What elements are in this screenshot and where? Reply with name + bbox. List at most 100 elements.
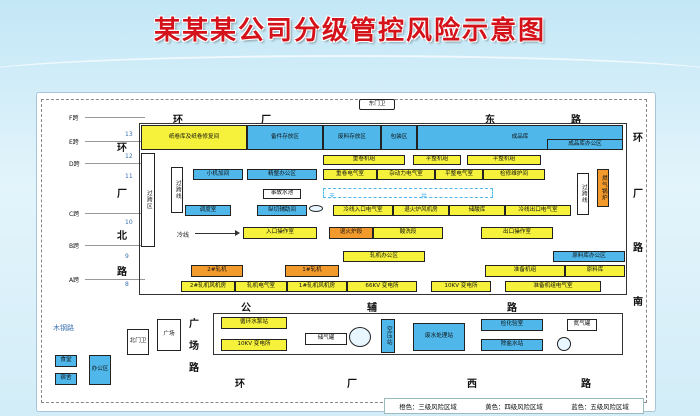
flatten-elec: 平整电气室 — [435, 169, 483, 180]
span-label-e: E跨 — [69, 139, 79, 146]
mill-elec: 轧机电气室 — [235, 281, 287, 292]
road-square-2: 场 — [189, 341, 199, 352]
acid-section: 酸洗段 — [373, 227, 443, 239]
road-top-chang: 厂 — [261, 115, 271, 126]
road-east-lu: 路 — [633, 243, 643, 254]
legend-yellow: 黄色：四级风险区域 — [485, 402, 543, 411]
span-line-e — [85, 141, 145, 142]
flatten-mill-a: 平整机组 — [413, 155, 461, 165]
span-line-f — [85, 117, 145, 118]
small-press: 小机加间 — [193, 169, 243, 180]
road-square-3: 路 — [189, 363, 199, 374]
span-line-c — [85, 213, 145, 214]
cooling-exit-elec: 冷线出口电气室 — [505, 205, 571, 216]
risk-legend: 橙色：三级风险区域 黄色：四级风险区域 蓝色：五级风险区域 — [384, 398, 644, 414]
span-number-10: 10 — [125, 219, 133, 226]
tianjing-well — [323, 188, 493, 198]
site-map-board: F跨 E跨 D跨 C跨 B跨 A跨 环 厂 北 路 环 厂 东 路 东门卫 13… — [36, 92, 656, 412]
mill-office: 轧机办公区 — [343, 251, 425, 262]
east-gate: 东门卫 — [359, 99, 395, 110]
page-title: 某某某公司分级管控风险示意图 — [153, 16, 546, 46]
gas-boiler: 燃气锅炉 — [597, 169, 609, 207]
span-number-12: 12 — [125, 153, 133, 160]
cooling-entry-elec: 冷线入口电气室 — [333, 205, 393, 216]
raw-office: 原料库办公区 — [553, 251, 625, 262]
exit-ops: 出口操作室 — [481, 227, 553, 239]
span-number-8: 8 — [125, 281, 129, 288]
waste-water: 废水处理站 — [413, 323, 465, 351]
road-square-1: 广 — [189, 319, 199, 330]
gas-tank-label: 储气罐 — [305, 333, 347, 345]
inspect: 检修维护间 — [483, 169, 545, 180]
mill-1: 1#轧机 — [285, 265, 339, 277]
anneal-fan-room: 退火炉风机房 — [393, 205, 449, 216]
legend-blue: 蓝色：五级风险区域 — [571, 402, 629, 411]
circulating-pump: 循环水泵站 — [221, 317, 287, 329]
spare-parts: 备件存放区 — [247, 125, 323, 150]
accident-pool-tank — [309, 205, 323, 212]
road-bottom-west: 西 — [467, 379, 477, 390]
road-south-fu: 辅 — [367, 303, 377, 314]
lower-area-outline — [213, 313, 623, 355]
mill-2-fan-room: 2#轧机风机房 — [181, 281, 235, 292]
span-label-b: B跨 — [69, 243, 80, 250]
road-top-lu: 路 — [571, 115, 581, 126]
span-label-d: D跨 — [69, 161, 80, 168]
substation-10kv-b: 10KV 变电所 — [221, 339, 287, 351]
dorm: 宿舍 — [55, 373, 77, 385]
crossline-right: 过跨线 — [577, 173, 589, 215]
misc-elec: 杂动力电气室 — [377, 169, 435, 180]
cold-line-label: 冷线 — [177, 232, 190, 239]
nitrogen-tank — [557, 337, 571, 351]
span-number-11: 11 — [125, 173, 133, 180]
office-area: 办公区 — [89, 355, 111, 385]
desalt-station: 除盐水站 — [481, 339, 543, 351]
mill-2: 2#轧机 — [191, 265, 243, 277]
decorative-arc — [0, 55, 700, 97]
canteen: 食堂 — [55, 355, 77, 367]
tianjing-label-2: 井 — [421, 193, 428, 200]
road-west-chang: 厂 — [117, 189, 127, 200]
test-room: 检化验室 — [481, 319, 543, 331]
road-north-lu: 路 — [117, 267, 127, 278]
road-bottom-chang: 厂 — [347, 379, 357, 390]
square: 广场 — [157, 319, 181, 351]
tianjing-label-1: 天 — [329, 193, 336, 200]
mill-1-fan-room: 1#轧机风机房 — [287, 281, 347, 292]
flatten-mill-b: 平整机组 — [467, 155, 541, 165]
wood-road-label: 木钢路 — [53, 324, 74, 332]
site-boundary — [41, 99, 647, 403]
reroll-elec: 重卷电气室 — [323, 169, 377, 180]
span-label-a: A跨 — [69, 277, 80, 284]
shear-room: 纵切辅助间 — [257, 205, 307, 216]
span-number-9: 9 — [125, 253, 129, 260]
cold-line-arrowhead — [235, 230, 240, 236]
crossline-left: 过跨线 — [171, 167, 183, 213]
gas-tank — [349, 327, 371, 347]
road-east-chang: 厂 — [633, 189, 643, 200]
waste-storage: 废料存放区 — [323, 125, 381, 150]
nitrogen-tank-label: 氮气罐 — [567, 319, 597, 331]
road-top-east: 东 — [485, 115, 495, 126]
anneal-section: 退火炉段 — [329, 227, 373, 239]
span-line-b — [85, 245, 145, 246]
acid-storage: 储酸库 — [449, 205, 505, 216]
prep-mill-elec: 准备机组电气室 — [505, 281, 601, 292]
road-south-gong: 公 — [241, 303, 251, 314]
road-east-ring: 环 — [633, 133, 643, 144]
road-south-nan: 南 — [633, 297, 643, 308]
crossing-left: 过跨区 — [141, 153, 155, 247]
substation-10kv: 10KV 变电所 — [431, 281, 491, 292]
packing: 包装区 — [381, 125, 417, 150]
finished-office: 成品库办公区 — [547, 139, 623, 150]
span-line-a — [85, 279, 145, 280]
legend-orange: 橙色：三级风险区域 — [399, 402, 457, 411]
span-label-f: F跨 — [69, 115, 79, 122]
road-bottom-lu: 路 — [581, 379, 591, 390]
substation-66kv: 66KV 变电所 — [347, 281, 417, 292]
road-bottom-ring: 环 — [235, 379, 245, 390]
prep-mill: 准备机组 — [485, 265, 565, 277]
north-gate: 北门卫 — [127, 329, 149, 355]
air-compressor: 空压站 — [381, 319, 395, 353]
